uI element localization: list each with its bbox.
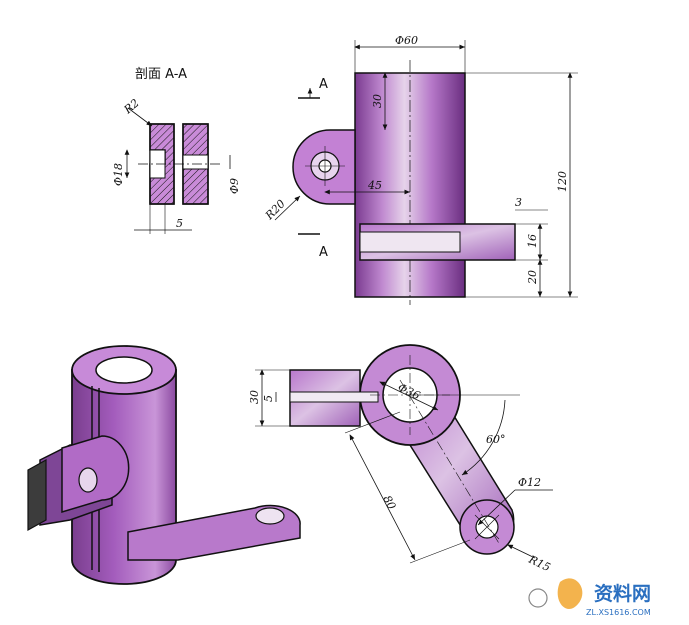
dim-d12: Φ12 bbox=[518, 476, 541, 489]
dim-45: 45 bbox=[367, 179, 382, 192]
watermark-brand: 资料网 bbox=[594, 582, 651, 605]
dim-line-80 bbox=[349, 434, 416, 561]
watermark: 资料网 ZL.XS1616.COM bbox=[528, 578, 651, 617]
section-mark-top: A bbox=[319, 77, 328, 92]
top-view: 30 5 Φ36 60° 80 Φ12 R15 bbox=[248, 344, 553, 574]
dim-r2: R2 bbox=[121, 97, 142, 117]
dim-top-h30: 30 bbox=[248, 390, 261, 404]
front-view: A A Φ60 30 45 R20 120 3 16 20 bbox=[262, 34, 578, 305]
dim-a60: 60° bbox=[486, 433, 506, 446]
iso-lug-hole bbox=[78, 467, 98, 493]
iso-cylinder-bore bbox=[95, 356, 153, 384]
section-mark-bottom: A bbox=[319, 245, 328, 260]
wechat-icon bbox=[528, 588, 548, 608]
front-arm-slot bbox=[359, 231, 461, 253]
leader-r15 bbox=[507, 544, 536, 559]
site-logo-icon bbox=[557, 578, 583, 609]
iso-lug-side bbox=[27, 458, 47, 532]
isometric-view bbox=[27, 345, 301, 585]
section-right-hole bbox=[182, 154, 209, 170]
ext-line-80b bbox=[409, 539, 471, 564]
leader-r20 bbox=[274, 195, 301, 221]
dim-h120: 120 bbox=[556, 171, 569, 192]
dim-d18: Φ18 bbox=[112, 163, 125, 186]
dim-t3: 3 bbox=[515, 196, 522, 209]
dim-l80: 80 bbox=[380, 493, 398, 511]
watermark-url: ZL.XS1616.COM bbox=[586, 608, 651, 617]
dim-top-h5: 5 bbox=[262, 395, 275, 402]
arc-60 bbox=[461, 399, 506, 476]
dim-line-d36 bbox=[379, 381, 439, 411]
dim-t16: 16 bbox=[526, 234, 539, 248]
dim-d60: Φ60 bbox=[395, 34, 418, 47]
ext-line-80a bbox=[344, 411, 401, 434]
top-end-cross2 bbox=[474, 514, 500, 540]
leader-r2 bbox=[127, 107, 153, 127]
top-lug-slot bbox=[289, 391, 379, 403]
dim-h30: 30 bbox=[371, 94, 384, 108]
leader-d12 bbox=[477, 489, 516, 526]
section-title: 剖面 A-A bbox=[135, 67, 187, 82]
dim-r20: R20 bbox=[262, 197, 288, 223]
dim-t20: 20 bbox=[526, 270, 539, 285]
dim-w5: 5 bbox=[176, 217, 183, 230]
section-view: 剖面 A-A Φ18 Φ9 R2 5 bbox=[112, 67, 241, 234]
iso-arm-hole bbox=[255, 507, 285, 525]
dim-d9: Φ9 bbox=[228, 178, 241, 194]
